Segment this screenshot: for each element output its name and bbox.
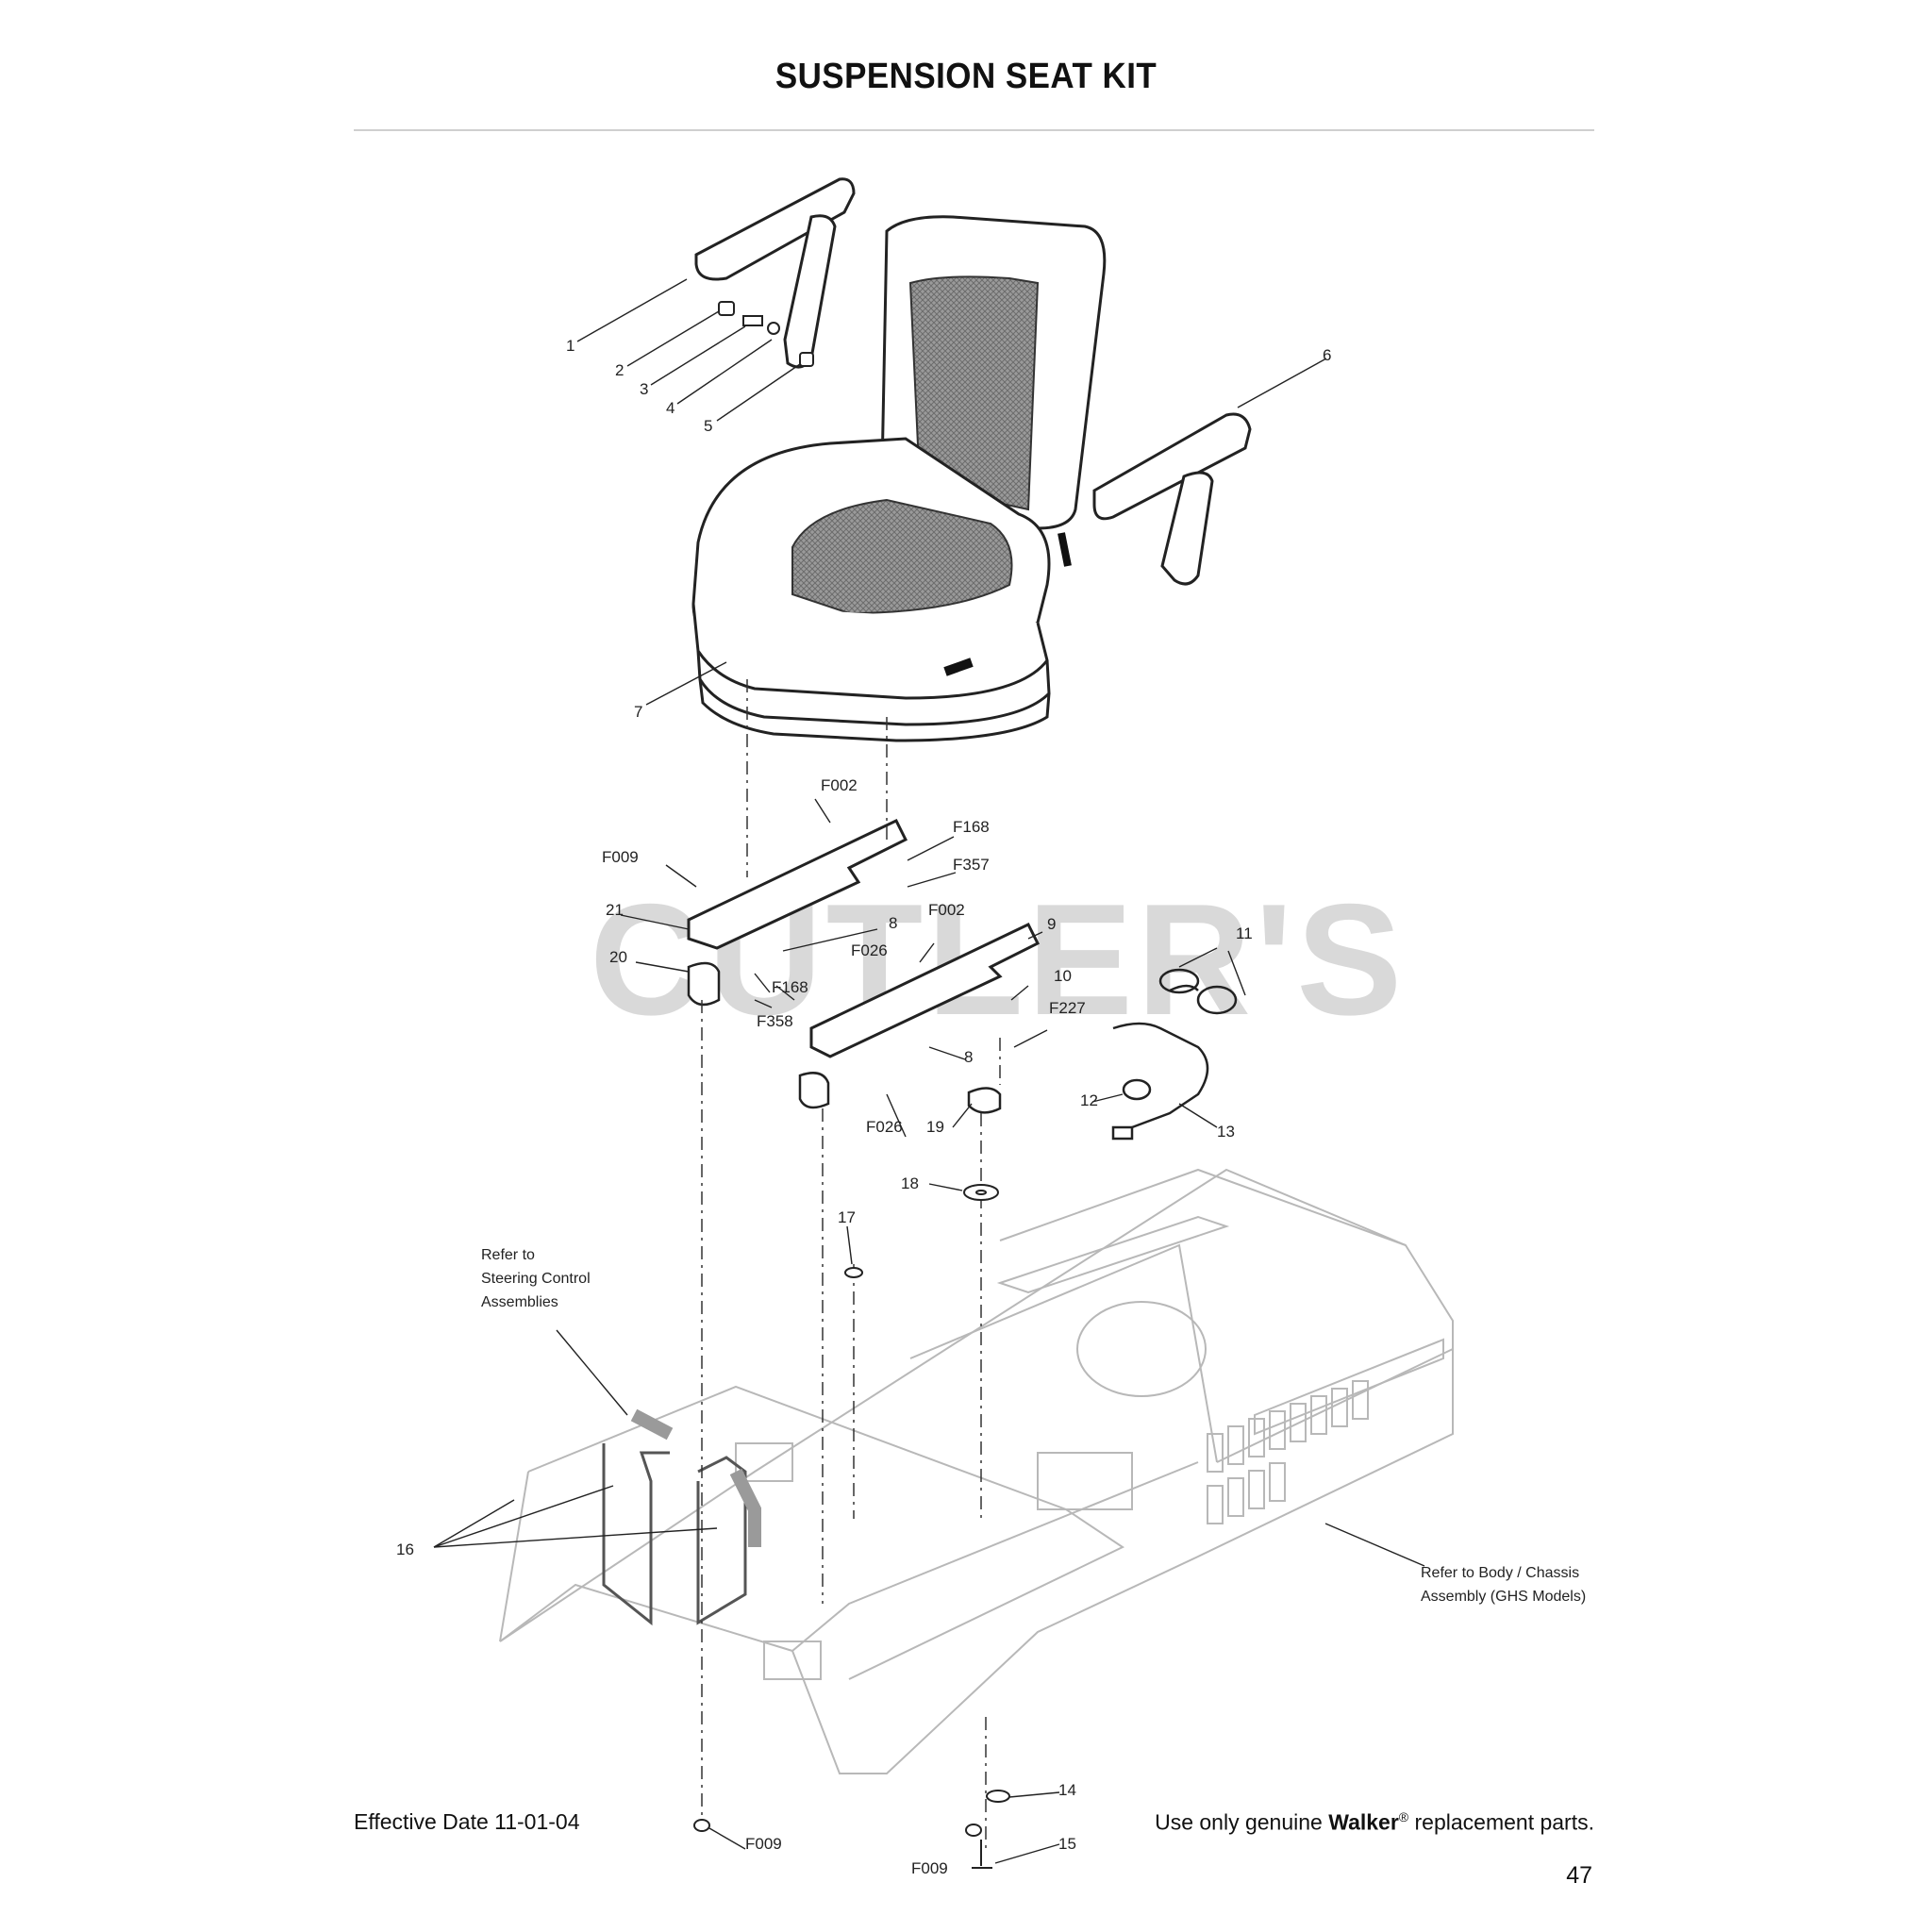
footer-brand: Walker [1328,1809,1399,1835]
callout-f009-bottom-left: F009 [745,1835,782,1853]
callout-12: 12 [1080,1091,1098,1109]
page-number: 47 [1566,1862,1592,1889]
callout-18: 18 [901,1174,919,1192]
callout-20: 20 [609,948,627,966]
callout-8-upper: 8 [889,914,897,932]
callout-19: 19 [926,1118,944,1136]
title-divider [354,129,1594,131]
leader-lines [433,278,1425,1864]
callout-8-lower: 8 [964,1048,973,1066]
callout-17: 17 [838,1208,856,1226]
callout-2: 2 [615,361,624,379]
steering-levers [602,1408,761,1626]
callout-f357: F357 [953,856,990,874]
callout-labels: 1 2 3 4 5 6 7 F002 F168 F357 F009 21 8 F… [396,337,1331,1877]
suspension-seat [691,215,1107,742]
reference-notes: Refer to Steering Control Assemblies Ref… [481,1247,1586,1605]
callout-4: 4 [666,399,675,417]
callout-f009-top: F009 [602,848,639,866]
callout-9: 9 [1047,915,1056,933]
genuine-parts-notice: Use only genuine Walker® replacement par… [1155,1809,1594,1836]
steering-note-line-1: Refer to [481,1247,535,1263]
callout-3: 3 [640,380,648,398]
callout-13: 13 [1217,1123,1235,1141]
callout-f358: F358 [757,1012,793,1030]
callout-f026-upper: F026 [851,941,888,959]
page-title: SUSPENSION SEAT KIT [774,57,1158,96]
callout-16: 16 [396,1541,414,1558]
callout-5: 5 [704,417,712,435]
callout-f002-mid: F002 [928,901,965,919]
callout-f009-bottom-right: F009 [911,1859,948,1877]
assembly-lines [701,679,1001,1849]
floor-hardware [693,1184,1010,1869]
callout-1: 1 [566,337,575,355]
callout-7: 7 [634,703,642,721]
chassis-vents [1207,1380,1369,1524]
callout-14: 14 [1058,1781,1076,1799]
registered-mark: ® [1398,1809,1409,1824]
callout-6: 6 [1323,346,1331,364]
armrest-hardware [718,301,814,367]
body-note-line-2: Assembly (GHS Models) [1421,1589,1586,1605]
steering-note-line-2: Steering Control [481,1271,591,1287]
steering-note-line-3: Assemblies [481,1294,558,1310]
callout-11: 11 [1236,924,1253,942]
callout-21: 21 [606,901,624,919]
seat-mount-plates [687,819,1041,1058]
effective-date: Effective Date 11-01-04 [354,1809,580,1834]
callout-f026-lower: F026 [866,1118,903,1136]
footer-suffix: replacement parts. [1408,1809,1595,1835]
left-armrest [694,177,856,369]
isolator-mounts [687,961,1002,1114]
body-note-line-1: Refer to Body / Chassis [1421,1565,1579,1581]
wiring-harness [1111,968,1238,1141]
chassis-body [499,1168,1454,1774]
callout-f168-top: F168 [953,818,990,836]
callout-f168-mid: F168 [772,978,808,996]
right-armrest [1092,412,1252,586]
callout-10: 10 [1054,967,1072,985]
callout-f002-top: F002 [821,776,858,794]
footer-prefix: Use only genuine [1155,1809,1329,1835]
callout-f227: F227 [1049,999,1086,1017]
callout-15: 15 [1058,1835,1076,1853]
